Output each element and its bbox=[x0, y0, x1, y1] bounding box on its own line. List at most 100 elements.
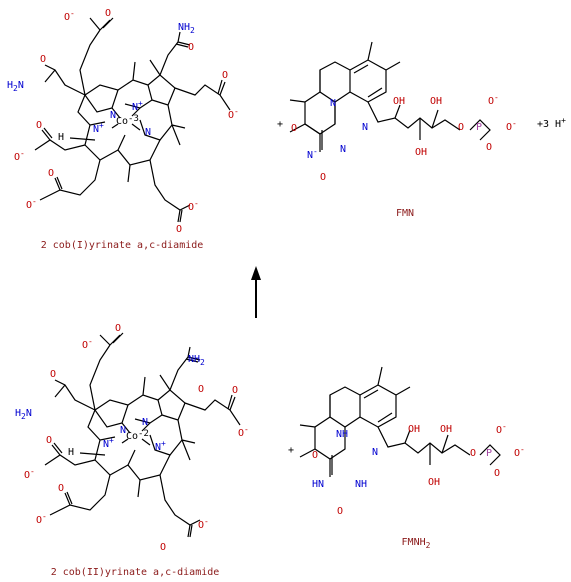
cobalt-label: Co bbox=[126, 431, 138, 442]
atom-label: O bbox=[58, 483, 64, 494]
svg-text:N+: N+ bbox=[103, 436, 114, 450]
atom-label: N bbox=[93, 124, 99, 135]
fmnh2-caption: FMNH bbox=[402, 537, 426, 548]
atom-label: NH bbox=[178, 22, 190, 33]
svg-text:O-: O- bbox=[496, 422, 507, 436]
atom-label: O bbox=[337, 506, 343, 517]
atom-label: H bbox=[15, 408, 21, 419]
atom-label: P bbox=[476, 122, 482, 133]
atom-label: H bbox=[58, 132, 64, 143]
svg-text:+3 H+: +3 H+ bbox=[537, 116, 566, 130]
subscript-label: 2 bbox=[190, 26, 195, 35]
atom-label: N bbox=[120, 425, 126, 436]
charge-label: - bbox=[88, 337, 93, 346]
charge-label: - bbox=[20, 149, 25, 158]
atom-label: O bbox=[48, 168, 54, 179]
svg-text:H2N: H2N bbox=[15, 408, 32, 421]
atom-label: O bbox=[50, 369, 56, 380]
atom-label: O bbox=[222, 70, 228, 81]
fmn-structure: N N N N- O O OH OH OH O P O- O- O bbox=[289, 41, 517, 183]
charge-label: + bbox=[109, 436, 114, 445]
atom-label: O bbox=[26, 200, 32, 211]
charge-label: - bbox=[494, 93, 499, 102]
svg-text:O-: O- bbox=[82, 337, 93, 351]
cobalt-label: Co bbox=[116, 116, 128, 127]
cobalt-charge-label: -2 bbox=[138, 429, 149, 439]
svg-text:O-: O- bbox=[514, 445, 525, 459]
atom-label: O bbox=[160, 542, 166, 553]
atom-label: N bbox=[145, 127, 151, 138]
atom-label: NH bbox=[355, 479, 367, 490]
atom-label: O bbox=[506, 122, 512, 133]
atom-label: O bbox=[46, 435, 52, 446]
charge-label: - bbox=[244, 425, 249, 434]
charge-label: + bbox=[99, 121, 104, 130]
charge-label: - bbox=[313, 147, 318, 156]
atom-label: N bbox=[103, 439, 109, 450]
atom-label: O bbox=[320, 172, 326, 183]
atom-label: O bbox=[458, 122, 464, 133]
atom-label: N bbox=[155, 442, 161, 453]
atom-label: N bbox=[132, 102, 138, 113]
fmnh2-structure: NH N NH HN O O OH OH OH O P O- O- O bbox=[299, 366, 525, 517]
atom-label: O bbox=[470, 448, 476, 459]
charge-label: + bbox=[138, 99, 143, 108]
atom-label: H bbox=[68, 447, 74, 458]
proton-charge-label: + bbox=[561, 116, 566, 125]
atom-label: OH bbox=[430, 96, 442, 107]
atom-label: O bbox=[40, 54, 46, 65]
atom-label: N bbox=[142, 417, 148, 428]
atom-label: N bbox=[26, 408, 32, 419]
plus-protons-label: +3 H bbox=[537, 119, 561, 130]
svg-text:O-: O- bbox=[238, 425, 249, 439]
atom-label: P bbox=[486, 448, 492, 459]
atom-label: O bbox=[14, 152, 20, 163]
svg-text:O-: O- bbox=[24, 467, 35, 481]
atom-label: N bbox=[362, 122, 368, 133]
atom-label: O bbox=[291, 123, 297, 134]
cob-i-yrinate-structure: O- O NH2 O H2N O O O- N+ N+ N N Co-3 H O… bbox=[7, 8, 239, 235]
atom-label: N bbox=[18, 80, 24, 91]
subscript-label: 2 bbox=[200, 358, 205, 367]
charge-label: - bbox=[502, 422, 507, 431]
fmn-caption: FMN bbox=[396, 208, 414, 219]
atom-label: O bbox=[486, 142, 492, 153]
charge-label: - bbox=[42, 512, 47, 521]
svg-text:N+: N+ bbox=[93, 121, 104, 135]
svg-text:Co-2: Co-2 bbox=[126, 429, 149, 442]
svg-text:O-: O- bbox=[36, 512, 47, 526]
atom-label: NH bbox=[336, 429, 348, 440]
atom-label: O bbox=[24, 470, 30, 481]
svg-text:O-: O- bbox=[488, 93, 499, 107]
atom-label: O bbox=[64, 12, 70, 23]
atom-label: OH bbox=[393, 96, 405, 107]
atom-label: OH bbox=[440, 424, 452, 435]
atom-label: O bbox=[496, 425, 502, 436]
charge-label: - bbox=[204, 517, 209, 526]
atom-label: O bbox=[176, 224, 182, 235]
charge-label: - bbox=[32, 197, 37, 206]
atom-label: O bbox=[36, 120, 42, 131]
atom-label: HN bbox=[312, 479, 324, 490]
svg-text:NH2: NH2 bbox=[188, 354, 205, 367]
atom-label: O bbox=[488, 96, 494, 107]
svg-text:N+: N+ bbox=[132, 99, 143, 113]
atom-label: O bbox=[312, 450, 318, 461]
charge-label: - bbox=[30, 467, 35, 476]
atom-label: OH bbox=[415, 147, 427, 158]
charge-label: - bbox=[194, 199, 199, 208]
atom-label: N bbox=[307, 150, 313, 161]
charge-label: - bbox=[512, 119, 517, 128]
subscript-label: 2 bbox=[21, 412, 26, 421]
atom-label: O bbox=[232, 385, 238, 396]
atom-label: N bbox=[330, 98, 336, 109]
charge-label: + bbox=[161, 439, 166, 448]
atom-label: O bbox=[36, 515, 42, 526]
svg-text:O-: O- bbox=[506, 119, 517, 133]
atom-label: O bbox=[514, 448, 520, 459]
svg-text:O-: O- bbox=[188, 199, 199, 213]
atom-label: O bbox=[188, 202, 194, 213]
reactant-cobirinate-caption: 2 cob(II)yrinate a,c-diamide bbox=[51, 567, 220, 578]
atom-label: O bbox=[494, 468, 500, 479]
